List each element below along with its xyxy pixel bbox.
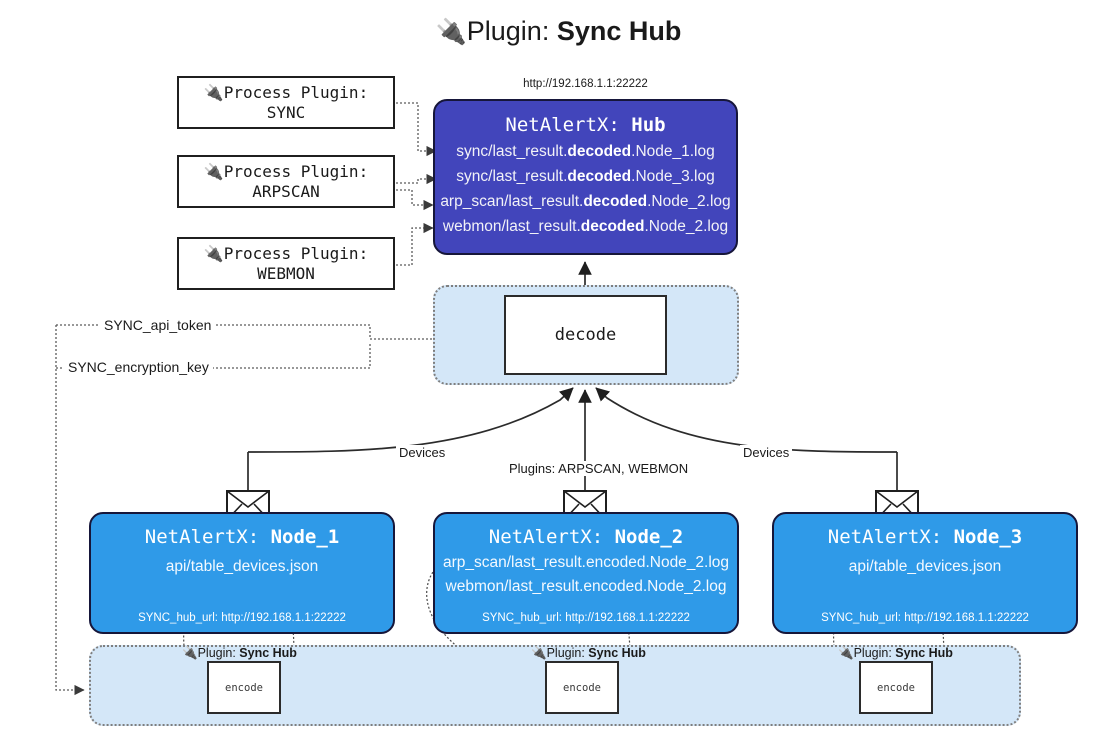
electric-plug-icon: 🔌 [203,161,224,181]
node-2-title: NetAlertX: Node_2 [488,526,684,548]
process-plugin-webmon[interactable]: 🔌Process Plugin: WEBMON [177,237,395,290]
node-1-title: NetAlertX: Node_1 [144,526,340,548]
electric-plug-icon: 🔌 [435,18,467,46]
process-plugin-webmon-name: WEBMON [257,263,315,283]
sync-encryption-key-label: SYNC_encryption_key [64,359,213,375]
node-3-title: NetAlertX: Node_3 [827,526,1023,548]
electric-plug-icon: 🔌 [182,646,198,660]
process-plugin-arpscan-label: 🔌Process Plugin: [203,161,369,181]
hub-title: NetAlertX: Hub [505,114,666,136]
node-1-hub-url: SYNC_hub_url: http://192.168.1.1:22222 [138,612,346,624]
electric-plug-icon: 🔌 [203,82,224,102]
decode-box[interactable]: decode [504,295,667,375]
hub-log-line: sync/last_result.decoded.Node_1.log [456,143,715,160]
node-1[interactable]: NetAlertX: Node_1 api/table_devices.json… [89,512,395,634]
page-title-prefix: Plugin: [466,16,557,46]
node-1-line: api/table_devices.json [165,558,319,575]
edge-label-plugins-center: Plugins: ARPSCAN, WEBMON [506,461,692,476]
page-title: 🔌Plugin: Sync Hub [0,16,1117,47]
node-2[interactable]: NetAlertX: Node_2 arp_scan/last_result.e… [433,512,739,634]
node-2-line: arp_scan/last_result.encoded.Node_2.log [442,554,730,571]
hub-log-line: arp_scan/last_result.decoded.Node_2.log [440,193,731,210]
electric-plug-icon: 🔌 [531,646,547,660]
edge-label-devices-left: Devices [396,445,449,460]
plugin-label-node-1: 🔌Plugin: Sync Hub [182,646,297,660]
hub-node[interactable]: NetAlertX: Hub sync/last_result.decoded.… [433,99,738,255]
node-3[interactable]: NetAlertX: Node_3 api/table_devices.json… [772,512,1078,634]
sync-api-token-label: SYNC_api_token [100,317,216,333]
encode-box-node-3[interactable]: encode [859,661,933,714]
process-plugin-arpscan[interactable]: 🔌Process Plugin: ARPSCAN [177,155,395,208]
electric-plug-icon: 🔌 [203,243,224,263]
node-3-hub-url: SYNC_hub_url: http://192.168.1.1:22222 [821,612,1029,624]
hub-url: http://192.168.1.1:22222 [523,78,648,90]
process-plugin-arpscan-name: ARPSCAN [252,181,320,201]
node-2-line: webmon/last_result.encoded.Node_2.log [445,578,727,595]
process-plugin-sync-name: SYNC [266,102,306,122]
plugin-label-node-2: 🔌Plugin: Sync Hub [531,646,646,660]
process-plugin-webmon-label: 🔌Process Plugin: [203,243,369,263]
hub-log-line: sync/last_result.decoded.Node_3.log [456,168,715,185]
hub-log-line: webmon/last_result.decoded.Node_2.log [442,218,729,235]
encode-box-node-2[interactable]: encode [545,661,619,714]
node-3-line: api/table_devices.json [848,558,1002,575]
process-plugin-sync-label: 🔌Process Plugin: [203,82,369,102]
edge-label-devices-right: Devices [740,445,793,460]
process-plugin-sync[interactable]: 🔌Process Plugin: SYNC [177,76,395,129]
node-2-hub-url: SYNC_hub_url: http://192.168.1.1:22222 [482,612,690,624]
electric-plug-icon: 🔌 [838,646,854,660]
encode-box-node-1[interactable]: encode [207,661,281,714]
plugin-label-node-3: 🔌Plugin: Sync Hub [838,646,953,660]
page-title-name: Sync Hub [556,16,682,46]
